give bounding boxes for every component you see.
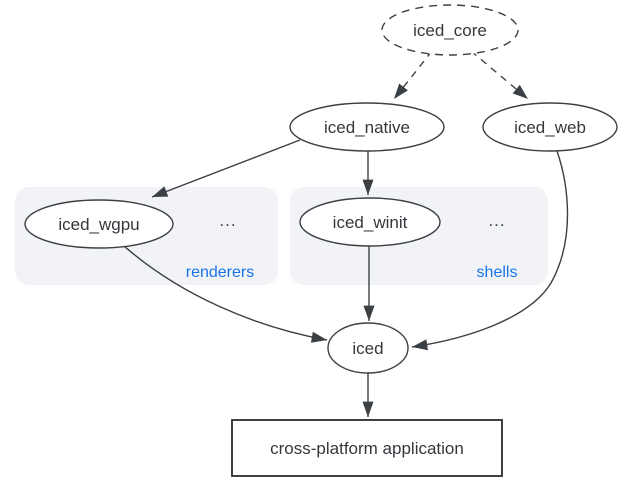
iced-native-node: [289, 102, 445, 152]
renderers-group-label: renderers: [186, 264, 254, 281]
renderers-ellipsis: ...: [219, 211, 236, 230]
iced-winit-label: iced_winit: [333, 213, 408, 232]
iced-winit-node: [299, 197, 441, 247]
shells-group-label: shells: [477, 264, 518, 281]
edge-core-to-web: [470, 50, 529, 100]
shells-ellipsis: ...: [488, 211, 505, 230]
application-node: [231, 419, 503, 477]
edge-core-to-native: [393, 50, 433, 100]
iced-node: [327, 322, 409, 374]
iced-web-node: [482, 102, 618, 152]
iced-native-label: iced_native: [324, 118, 410, 137]
iced-wgpu-node: [24, 199, 174, 249]
edge-native-to-wgpu: [151, 139, 301, 198]
iced-core-label: iced_core: [413, 21, 487, 40]
iced-label: iced: [352, 339, 383, 358]
application-label: cross-platform application: [270, 439, 464, 458]
iced-wgpu-label: iced_wgpu: [58, 215, 139, 234]
iced-core-node: [381, 4, 519, 56]
iced-web-label: iced_web: [514, 118, 586, 137]
edge-wgpu-to-iced: [123, 245, 328, 343]
edge-web-to-iced: [411, 150, 569, 351]
